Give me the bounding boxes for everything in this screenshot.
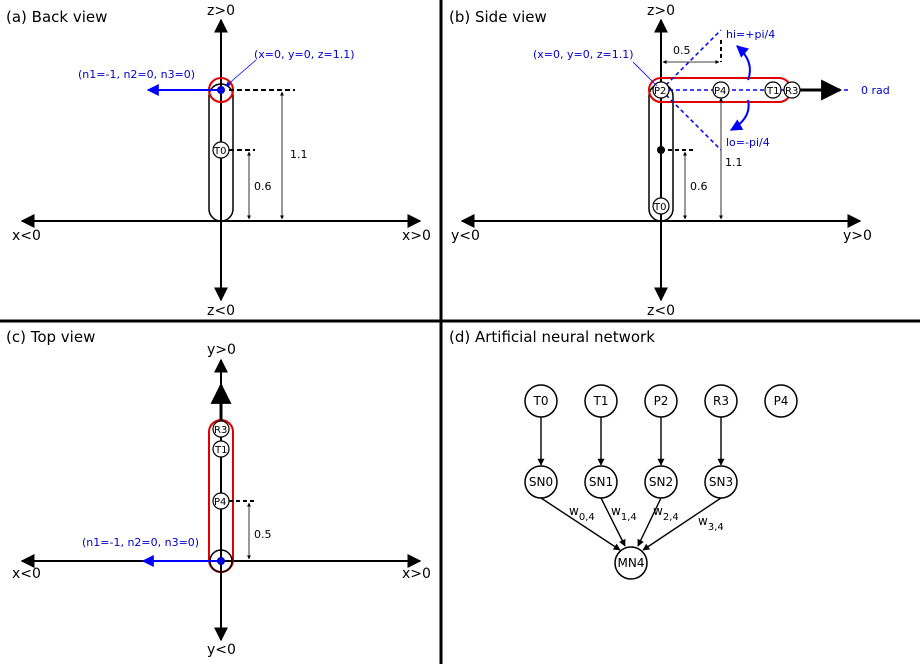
point-label: (x=0, y=0, z=1.1) <box>533 48 634 61</box>
edge-sn1-mn4 <box>600 497 626 547</box>
ann-sensor-neuron-label: SN3 <box>709 475 733 489</box>
ann-sensor-neuron <box>524 465 558 499</box>
sensor-node-p4 <box>712 81 730 99</box>
ann-motor-neuron <box>614 546 648 580</box>
sensor-node-t1-label: T1 <box>214 445 227 456</box>
panel-a-title: (a) Back view <box>6 8 107 26</box>
weight-label: w0,4 <box>569 504 595 523</box>
ann-sensor-node <box>524 384 558 418</box>
axis-label-x-pos: x>0 <box>402 228 431 244</box>
point-pointer <box>632 61 658 87</box>
ann-sensor-node <box>644 384 678 418</box>
axis-label-y-neg: y<0 <box>451 228 480 244</box>
sensor-node-r3 <box>783 81 801 99</box>
ann-sensor-neuron-label: SN0 <box>529 475 553 489</box>
weight-label: w1,4 <box>611 504 637 523</box>
axis-label-z-pos: z>0 <box>647 3 675 19</box>
axis-label-z-pos: z>0 <box>207 3 235 19</box>
edge-sn0-mn4 <box>540 497 621 551</box>
axis-label-z-neg: z<0 <box>647 303 675 319</box>
hi-limit-line <box>660 29 722 91</box>
dim-label-11: 1.1 <box>725 156 743 169</box>
ann-sensor-node <box>764 384 798 418</box>
sensor-node-r3-label: R3 <box>214 425 227 436</box>
axis-label-z-neg: z<0 <box>207 303 235 319</box>
ann-sensor-neuron <box>644 465 678 499</box>
hi-rotation-arrow <box>736 45 751 81</box>
dim-label-11: 1.1 <box>290 148 308 161</box>
dim-label-06: 0.6 <box>690 180 708 193</box>
axis-label-y-pos: y>0 <box>207 342 236 358</box>
panel-side-view: (b) Side view z>0 z<0 y<0 y>0 0 rad hi=+… <box>449 3 890 319</box>
lo-rotation-arrow <box>729 99 750 131</box>
sensor-node-p4-label: P4 <box>714 86 726 97</box>
sensor-node-t1-label: T1 <box>766 86 779 97</box>
sensor-node-t1 <box>764 81 782 99</box>
ann-sensor-node <box>704 384 738 418</box>
edge-sn2-mn4 <box>637 497 662 547</box>
weight-label: w3,4 <box>698 514 724 533</box>
weight-label: w2,4 <box>653 504 679 523</box>
panel-top-view: (c) Top view y>0 y<0 x<0 x>0 R3 T1 P4 0.… <box>6 328 431 658</box>
ann-sensor-label: P4 <box>774 394 789 408</box>
sensor-node-r3-label: R3 <box>785 86 798 97</box>
center-of-mass-dot <box>657 146 665 154</box>
panel-c-title: (c) Top view <box>6 328 95 346</box>
ann-sensor-label: R3 <box>713 394 729 408</box>
point-pointer <box>225 59 257 87</box>
ann-sensor-neuron <box>584 465 618 499</box>
ann-sensor-node <box>584 384 618 418</box>
axis-label-x-pos: x>0 <box>402 566 431 582</box>
ann-sensor-label: T0 <box>533 394 549 408</box>
ann-sensor-neuron <box>704 465 738 499</box>
hi-limit-label: hi=+pi/4 <box>726 28 775 41</box>
normal-vector-label: (n1=-1, n2=0, n3=0) <box>82 536 199 549</box>
sensor-node-t1 <box>212 440 230 458</box>
sensor-node-r3 <box>212 420 230 438</box>
robot-body <box>208 83 234 222</box>
lo-limit-line <box>660 89 722 151</box>
zero-rad-label: 0 rad <box>861 84 890 97</box>
axis-label-y-neg: y<0 <box>207 642 236 658</box>
axis-label-y-pos: y>0 <box>843 228 872 244</box>
sensor-node-p4-label: P4 <box>214 497 226 508</box>
sensor-node-t0 <box>652 197 670 215</box>
ann-sensor-neuron-label: SN2 <box>649 475 673 489</box>
axis-label-x-neg: x<0 <box>12 228 41 244</box>
point-label: (x=0, y=0, z=1.1) <box>254 48 355 61</box>
sensor-node-t0-label: T0 <box>213 146 226 157</box>
dim-label-05: 0.5 <box>673 44 691 57</box>
ann-sensor-label: T1 <box>593 394 609 408</box>
ann-sensor-neuron-label: SN1 <box>589 475 613 489</box>
panel-neural-network: (d) Artificial neural network T0 T1 P2 R… <box>449 328 798 580</box>
sensor-node-t0-label: T0 <box>653 202 666 213</box>
panel-b-title: (b) Side view <box>449 8 547 26</box>
ann-sensor-label: P2 <box>654 394 669 408</box>
sensor-node-p2-label: P2 <box>654 86 666 97</box>
normal-vector-label: (n1=-1, n2=0, n3=0) <box>78 68 195 81</box>
dim-label-06: 0.6 <box>254 180 272 193</box>
dim-label-05: 0.5 <box>254 528 272 541</box>
ann-motor-neuron-label: MN4 <box>618 556 645 570</box>
panel-back-view: (a) Back view z>0 z<0 x<0 x>0 T0 0.6 1.1… <box>6 3 431 319</box>
axis-label-x-neg: x<0 <box>12 566 41 582</box>
edge-sn3-mn4 <box>642 497 722 551</box>
lo-limit-label: lo=-pi/4 <box>726 136 770 149</box>
panel-d-title: (d) Artificial neural network <box>449 328 655 346</box>
